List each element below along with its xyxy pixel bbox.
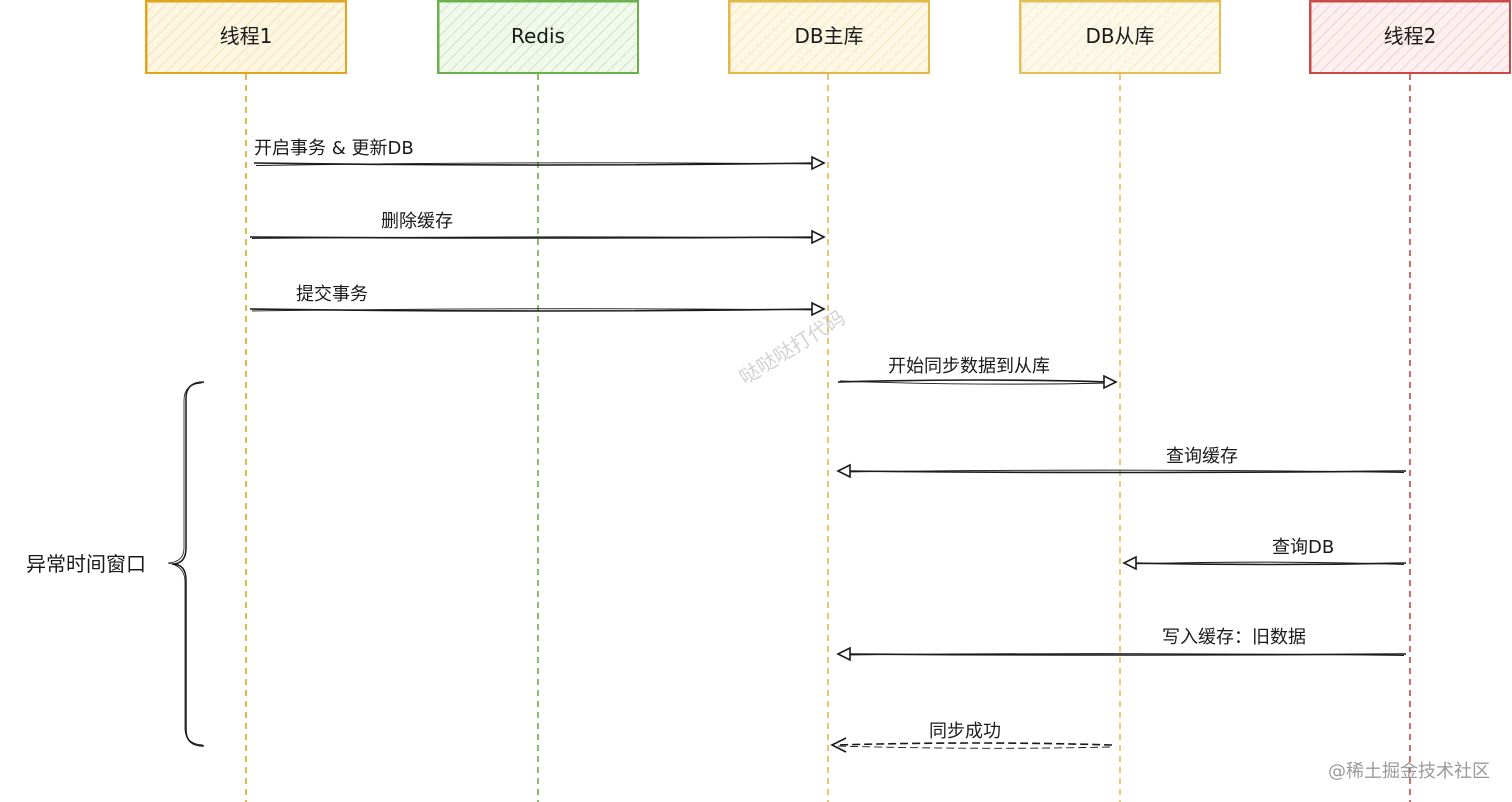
actor-label-t1: 线程1 — [220, 24, 273, 48]
watermark-text: 哒哒哒打代码 — [735, 305, 849, 389]
message-label-2: 删除缓存 — [381, 211, 453, 232]
message-label-1: 开启事务 & 更新DB — [254, 138, 414, 159]
message-labels: 开启事务 & 更新DB 删除缓存 提交事务 开始同步数据到从库 查询缓存 查询D… — [254, 138, 1334, 742]
messages — [249, 155, 1407, 753]
actor-label-master: DB主库 — [794, 24, 863, 48]
message-arrow-2 — [249, 229, 826, 245]
message-label-3: 提交事务 — [296, 284, 368, 305]
actor-label-redis: Redis — [511, 24, 565, 48]
footer-watermark: @稀土掘金技术社区 — [1328, 761, 1490, 782]
message-label-4: 开始同步数据到从库 — [888, 356, 1050, 377]
message-label-6: 查询DB — [1272, 537, 1334, 558]
message-arrow-5 — [836, 463, 1407, 479]
message-arrow-6 — [1122, 555, 1407, 571]
message-label-5: 查询缓存 — [1166, 446, 1238, 467]
actor-slave: DB从库 — [1019, 0, 1221, 74]
actor-label-slave: DB从库 — [1085, 24, 1154, 48]
actor-redis: Redis — [437, 0, 639, 74]
actor-master: DB主库 — [728, 0, 930, 74]
message-label-7: 写入缓存：旧数据 — [1162, 627, 1306, 648]
brace-label: 异常时间窗口 — [26, 552, 146, 576]
actor-t1: 线程1 — [145, 0, 347, 74]
message-arrow-4 — [837, 374, 1118, 390]
actors: 线程1 Redis DB主库 DB从库 线程2 — [145, 0, 1511, 74]
message-arrow-7 — [836, 646, 1407, 662]
actor-label-t2: 线程2 — [1384, 24, 1437, 48]
message-arrow-3 — [249, 301, 826, 317]
message-arrow-8 — [830, 737, 1113, 753]
message-label-8: 同步成功 — [929, 721, 1001, 742]
actor-t2: 线程2 — [1309, 0, 1511, 74]
message-arrow-1 — [253, 155, 826, 171]
lifelines — [245, 74, 1411, 802]
curly-brace-shape — [171, 381, 205, 747]
brace: 异常时间窗口 — [26, 381, 205, 747]
